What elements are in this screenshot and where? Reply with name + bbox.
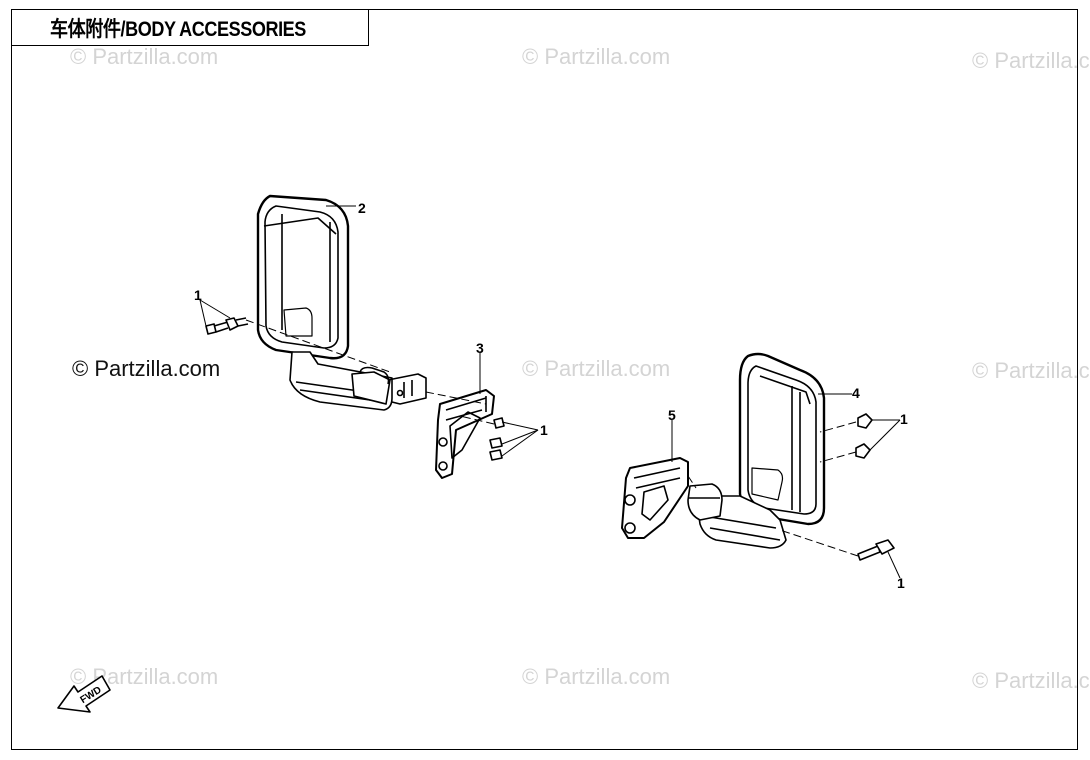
diagram-frame (11, 9, 1078, 750)
watermark: © Partzilla.com (972, 48, 1090, 73)
right-mirror (687, 352, 826, 549)
callout-3: 3 (476, 340, 484, 356)
bracket-bolts (489, 417, 505, 461)
watermark: © Partzilla.com (522, 664, 671, 689)
fwd-arrow: FWD (57, 675, 111, 713)
watermark: © Partzilla.com (522, 44, 671, 69)
right-bolt-lower (857, 539, 895, 561)
callout-4: 4 (852, 385, 860, 401)
callout-2: 2 (358, 200, 366, 216)
left-bolt-1 (205, 317, 249, 335)
right-bracket (621, 457, 689, 539)
callout-1-right-upper: 1 (900, 411, 908, 427)
watermark: © Partzilla.com (70, 44, 219, 69)
callout-1-bracket: 1 (540, 422, 548, 438)
page-title: 车体附件/BODY ACCESSORIES (50, 17, 306, 41)
watermark-primary: © Partzilla.com (72, 356, 221, 381)
watermark: © Partzilla.com (972, 358, 1090, 383)
watermark: © Partzilla.com (522, 356, 671, 381)
callout-5: 5 (668, 407, 676, 423)
assembly-lines (245, 319, 859, 557)
right-bolts-upper (855, 413, 873, 459)
title-box: 车体附件/BODY ACCESSORIES (11, 9, 369, 46)
leader-lines (199, 205, 901, 579)
watermark: © Partzilla.com (972, 668, 1090, 693)
callout-1-left: 1 (194, 287, 202, 303)
left-bracket (435, 389, 495, 479)
left-mirror (256, 194, 427, 411)
callout-1-right-lower: 1 (897, 575, 905, 591)
